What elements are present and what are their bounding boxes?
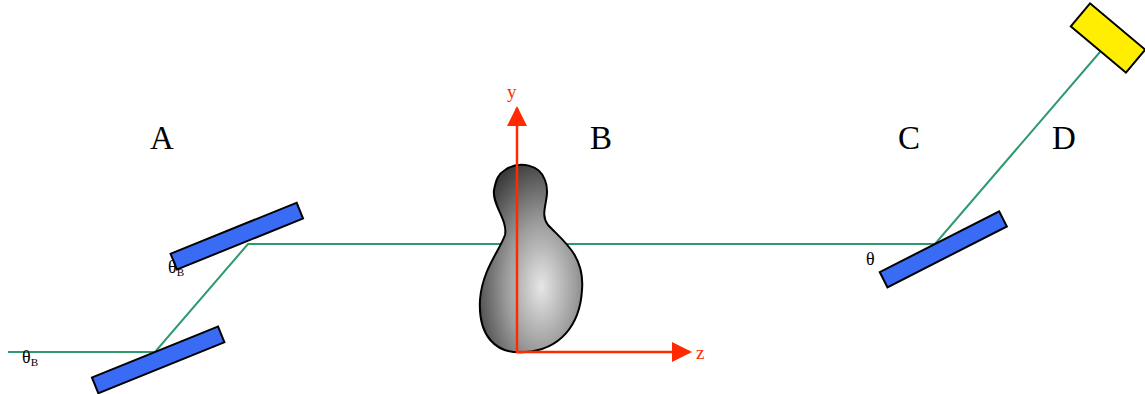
y-axis (516, 108, 519, 353)
angle-label: θ (866, 250, 875, 268)
section-letter: B (590, 122, 612, 155)
sample-crystal (480, 165, 582, 352)
axis-label: y (507, 82, 517, 101)
x-ray-beam (8, 38, 1112, 352)
axis-label: z (696, 343, 704, 362)
angle-label: θB (168, 258, 184, 278)
monochromator-crystal (92, 327, 224, 394)
z-axis (516, 351, 690, 354)
section-letter: D (1052, 122, 1076, 155)
section-letter: C (898, 122, 920, 155)
detector (1071, 3, 1145, 72)
analyzer-crystal (880, 211, 1007, 287)
section-letter: A (150, 122, 174, 155)
monochromator-crystal (171, 203, 303, 270)
angle-label: θB (22, 348, 38, 368)
